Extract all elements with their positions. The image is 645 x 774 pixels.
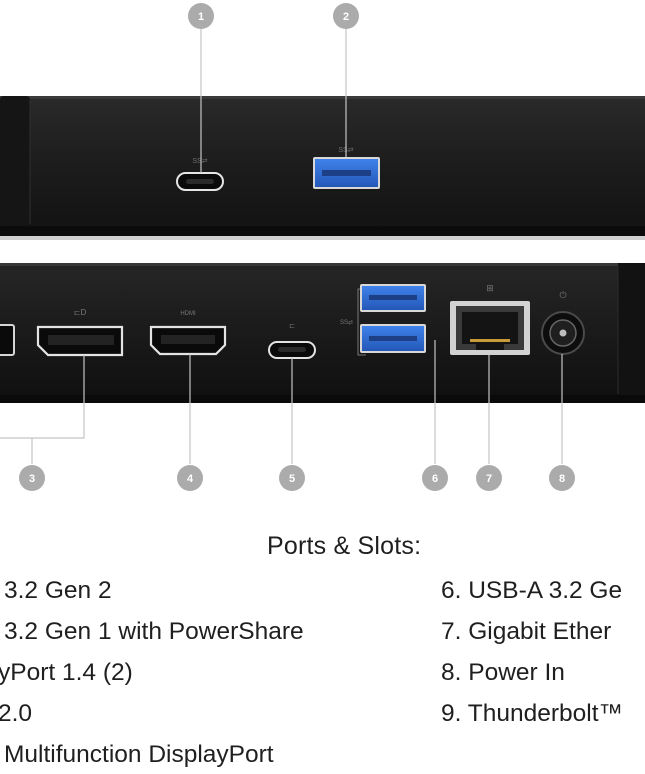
callout-6-label: 6 (432, 473, 438, 485)
callout-8-label: 8 (559, 473, 565, 485)
port-list-item-5: Multifunction DisplayPort (4, 741, 274, 768)
displayport-icon: ⊏D (36, 308, 124, 357)
port-list-item-9: 9. Thunderbolt™ (441, 700, 624, 727)
port-list-item-8: 8. Power In (441, 659, 565, 686)
callout-1: 1 (188, 3, 214, 29)
callout-7-label: 7 (486, 473, 492, 485)
port-list-item-2: 3.2 Gen 1 with PowerShare (4, 618, 304, 645)
port-list-item-4: 2.0 (0, 700, 33, 727)
svg-text:⏻: ⏻ (559, 290, 566, 300)
ports-caption: Ports & Slots: 3.2 Gen 2 3.2 Gen 1 with … (0, 510, 645, 774)
callout-8: 8 (549, 465, 575, 491)
dock-illustration: SS⇄ SS⇄ ⊏D (0, 3, 645, 491)
callout-7: 7 (476, 465, 502, 491)
ethernet-jack-icon: ⊞ (450, 283, 530, 355)
svg-text:HDMI: HDMI (180, 311, 196, 317)
callout-6: 6 (422, 465, 448, 491)
partial-port-icon (0, 324, 15, 356)
port-list-item-7: 7. Gigabit Ether (441, 618, 612, 645)
svg-text:⊞: ⊞ (486, 283, 494, 293)
callout-1-label: 1 (198, 11, 204, 23)
callout-4-label: 4 (187, 473, 194, 485)
port-list-item-3: yPort 1.4 (2) (0, 659, 133, 686)
callout-5-label: 5 (289, 473, 295, 485)
usb-c-port-icon: SS⇄ (176, 158, 224, 191)
callout-3: 3 (19, 465, 45, 491)
callout-4: 4 (177, 465, 203, 491)
hdmi-icon: HDMI (149, 311, 227, 356)
callout-5: 5 (279, 465, 305, 491)
callout-2-label: 2 (343, 11, 349, 23)
usb-a-stack-icon: SS⇄ (340, 284, 426, 356)
callout-3-label: 3 (29, 473, 35, 485)
dock-front-panel (0, 96, 645, 240)
svg-text:⊏D: ⊏D (74, 308, 87, 317)
svg-text:SS⇄: SS⇄ (340, 319, 353, 326)
callout-leader-lines (0, 29, 563, 464)
svg-text:SS⇄: SS⇄ (192, 158, 207, 165)
port-list-item-6: 6. USB-A 3.2 Ge (441, 577, 623, 604)
svg-text:⊏: ⊏ (289, 323, 295, 330)
dock-product-image: SS⇄ SS⇄ ⊏D (0, 3, 645, 491)
port-list-item-1: 3.2 Gen 2 (4, 577, 112, 604)
power-jack-icon: ⏻ (541, 290, 585, 355)
usb-a-port-icon: SS⇄ (313, 147, 380, 189)
usb-c-rear-port-icon: ⊏ (268, 323, 316, 359)
callout-2: 2 (333, 3, 359, 29)
caption-title: Ports & Slots: (267, 532, 422, 560)
